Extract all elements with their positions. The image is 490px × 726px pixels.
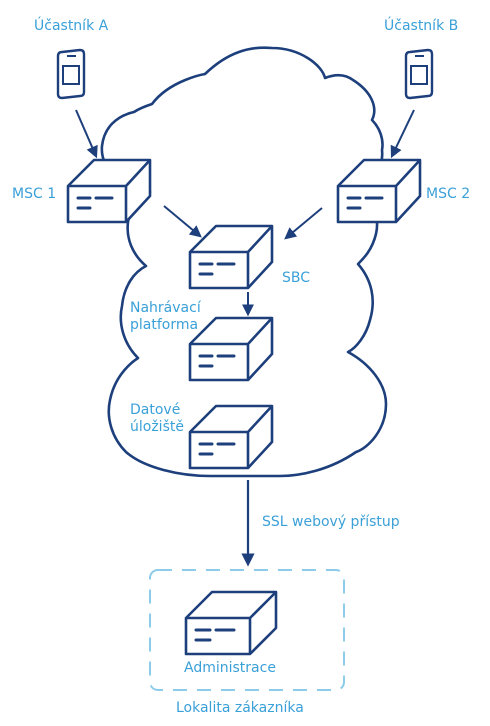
- label-storage-line1: Datové: [130, 402, 181, 418]
- label-recording-line1: Nahrávací: [130, 300, 201, 316]
- arrow-phone-a-to-msc1: [75, 109, 98, 159]
- label-sbc: SBC: [282, 270, 311, 286]
- sbc-device-icon: [188, 224, 274, 290]
- label-recording-platform: Nahrávací platforma: [130, 300, 201, 334]
- label-participant-a: Účastník A: [34, 18, 109, 34]
- label-recording-line2: platforma: [130, 317, 199, 333]
- admin-device-icon: [184, 590, 278, 656]
- phone-b-icon: [404, 48, 434, 100]
- msc1-device-icon: [66, 158, 152, 224]
- label-msc1: MSC 1: [12, 186, 57, 202]
- customer-site-box: [149, 569, 345, 691]
- phone-a-icon: [56, 48, 86, 100]
- label-administration: Administrace: [184, 660, 276, 676]
- recording-device-icon: [188, 316, 274, 382]
- label-msc2: MSC 2: [426, 186, 471, 202]
- label-storage: Datové úložiště: [130, 402, 184, 436]
- msc2-device-icon: [336, 158, 422, 224]
- label-customer-site: Lokalita zákazníka: [176, 700, 304, 716]
- storage-device-icon: [188, 404, 274, 470]
- cloud-icon: [100, 46, 388, 478]
- arrow-msc2-to-sbc: [284, 207, 323, 240]
- label-ssl-access: SSL webový přístup: [262, 514, 400, 530]
- label-storage-line2: úložiště: [130, 419, 184, 435]
- arrow-phone-b-to-msc2: [390, 109, 415, 159]
- arrow-msc1-to-sbc: [163, 205, 202, 238]
- label-participant-b: Účastník B: [384, 18, 459, 34]
